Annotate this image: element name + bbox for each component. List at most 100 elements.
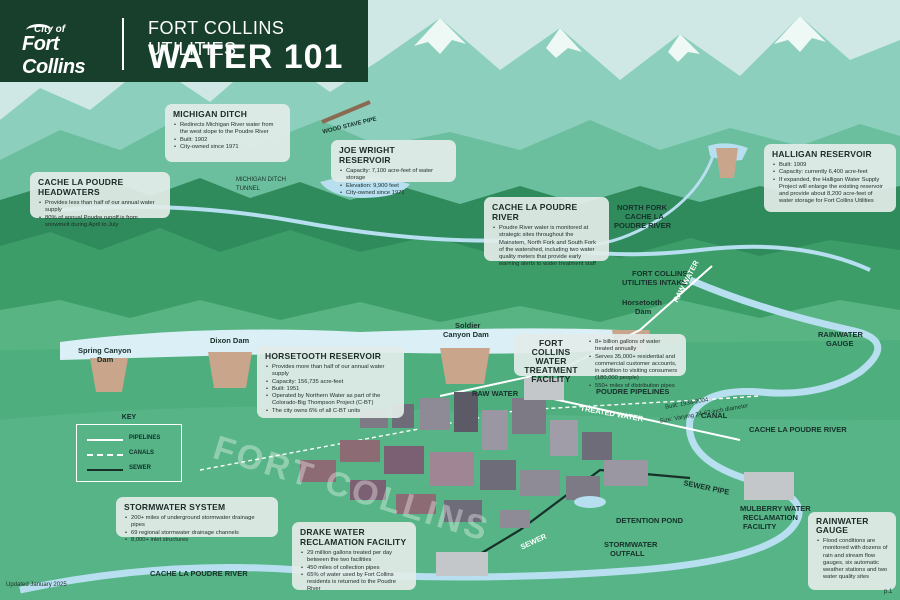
- card-item: Capacity: currently 6,400 acre-feet: [773, 169, 888, 177]
- label-michigan-ditch-tunnel-2: TUNNEL: [236, 186, 261, 192]
- card-item: Flood conditions are monitored with doze…: [817, 538, 888, 582]
- label-horsetooth-dam-1: Horsetooth: [622, 298, 662, 307]
- canal-swatch: [87, 454, 123, 456]
- card-item: Operated by Northern Water as part of th…: [266, 393, 396, 408]
- label-spring-canyon-2: Dam: [97, 355, 114, 364]
- updated-note: Updated January 2025: [6, 582, 67, 588]
- dixon-dam-shape: [208, 352, 252, 388]
- label-intake-2: UTILITIES INTAKE: [622, 278, 687, 287]
- card-poudre-river: CACHE LA POUDRE RIVER Poudre River water…: [484, 197, 609, 267]
- card-item: Elevation: 9,900 feet: [340, 183, 448, 191]
- label-cache-la-poudre-bottom: CACHE LA POUDRE RIVER: [150, 569, 248, 578]
- header-title: WATER 101: [148, 38, 344, 76]
- card-halligan: HALLIGAN RESERVOIR Built: 1909 Capacity:…: [764, 144, 896, 212]
- label-horsetooth-dam-2: Dam: [635, 307, 652, 316]
- card-item: 65% of water used by Fort Collins reside…: [301, 572, 408, 594]
- label-raw-water: RAW WATER: [472, 389, 519, 398]
- card-item: City-owned since 1971: [174, 144, 282, 152]
- key-label-pipelines: PIPELINES: [129, 435, 161, 441]
- card-item: 450 miles of collection pipes: [301, 565, 408, 573]
- card-item: 29 million gallons treated per day betwe…: [301, 550, 408, 565]
- label-mulberry-1: MULBERRY WATER: [740, 504, 811, 513]
- card-title: STORMWATER SYSTEM: [124, 502, 226, 512]
- key-title: KEY: [121, 414, 137, 421]
- card-item: 69 regional stormwater drainage channels: [125, 530, 270, 538]
- key-label-sewer: SEWER: [129, 465, 152, 471]
- card-item: 8+ billion gallons of water treated annu…: [589, 339, 678, 354]
- card-item: Built: 1951: [266, 386, 396, 394]
- card-drake: DRAKE WATER RECLAMATION FACILITY 29 mill…: [292, 522, 416, 592]
- card-item: If expanded, the Halligan Water Supply P…: [773, 177, 888, 206]
- page-number: p.1: [884, 589, 893, 595]
- label-intake-1: FORT COLLINS: [632, 269, 688, 278]
- card-stormwater: STORMWATER SYSTEM 200+ miles of undergro…: [116, 497, 278, 544]
- label-north-fork-2: CACHE LA: [625, 212, 664, 221]
- card-title: FORT COLLINS WATER TREATMENT FACILITY: [524, 338, 578, 384]
- card-horsetooth: HORSETOOTH RESERVOIR Provides more than …: [257, 346, 404, 418]
- card-item: Built: 1909: [773, 162, 888, 170]
- card-item: Capacity: 156,735 acre-feet: [266, 379, 396, 387]
- logo-swoosh-icon: [26, 24, 52, 37]
- logo-small-text: City of: [34, 24, 66, 35]
- label-spring-canyon-1: Spring Canyon: [78, 346, 132, 355]
- logo-big-text: Fort Collins: [22, 33, 86, 78]
- pipeline-swatch: [87, 439, 123, 441]
- card-title: HALLIGAN RESERVOIR: [772, 149, 872, 159]
- card-item: Capacity: 7,100 acre-feet of water stora…: [340, 168, 448, 183]
- key-label-canals: CANALS: [129, 450, 154, 456]
- card-headwaters: CACHE LA POUDRE HEADWATERS Provides less…: [30, 172, 170, 228]
- card-item: 200+ miles of underground stormwater dra…: [125, 515, 270, 530]
- card-treatment: FORT COLLINS WATER TREATMENT FACILITY 8+…: [514, 334, 686, 390]
- soldier-canyon-dam-shape: [440, 348, 490, 384]
- card-rain-gauge: RAINWATER GAUGE Flood conditions are mon…: [808, 512, 896, 590]
- card-item: 8,000+ inlet structures: [125, 537, 270, 545]
- label-dixon-dam: Dixon Dam: [210, 336, 250, 345]
- sewer-swatch: [87, 469, 123, 471]
- map-key: KEY PIPELINES CANALS SEWER: [76, 414, 182, 482]
- halligan-dam-shape: [716, 148, 738, 178]
- card-item: 80% of annual Poudre runoff is from snow…: [39, 215, 162, 230]
- card-title: JOE WRIGHT RESERVOIR: [339, 145, 395, 165]
- label-soldier-canyon-1: Soldier: [455, 321, 481, 330]
- card-item: The city owns 6% of all C-BT units: [266, 408, 396, 416]
- card-title: CACHE LA POUDRE RIVER: [492, 202, 578, 222]
- card-item: Redirects Michigan River water from the …: [174, 122, 282, 137]
- label-rainwater-gauge-2: GAUGE: [826, 339, 854, 348]
- card-item: Provides more than half of our annual wa…: [266, 364, 396, 379]
- treated-water-pipeline: [539, 395, 741, 441]
- label-poudre-pipelines: POUDRE PIPELINES: [596, 387, 670, 396]
- label-north-fork-1: NORTH FORK: [617, 203, 667, 212]
- label-soldier-canyon-2: Canyon Dam: [443, 330, 489, 339]
- card-item: Poudre River water is monitored at strat…: [493, 225, 601, 269]
- label-michigan-ditch-tunnel-1: MICHIGAN DITCH: [236, 177, 286, 183]
- card-title: CACHE LA POUDRE HEADWATERS: [38, 177, 124, 197]
- label-stormwater-outfall-2: OUTFALL: [610, 549, 645, 558]
- card-title: MICHIGAN DITCH: [173, 109, 248, 119]
- spring-canyon-dam-shape: [90, 358, 128, 392]
- header-subtitle: FORT COLLINS UTILITIES: [148, 18, 285, 59]
- card-item: Provides less than half of our annual wa…: [39, 200, 162, 215]
- card-michigan-ditch: MICHIGAN DITCH Redirects Michigan River …: [165, 104, 290, 162]
- card-title: RAINWATER GAUGE: [816, 516, 869, 535]
- city-logo: City of Fort Collins: [22, 24, 114, 78]
- header-banner: City of Fort Collins FORT COLLINS UTILIT…: [0, 0, 368, 82]
- label-mulberry-3: FACILITY: [743, 522, 777, 531]
- label-stormwater-outfall-1: STORMWATER: [604, 540, 658, 549]
- key-row-pipelines: PIPELINES: [87, 435, 177, 444]
- card-title: HORSETOOTH RESERVOIR: [265, 351, 382, 361]
- card-item: 550+ miles of distribution pipes: [589, 383, 678, 391]
- header-divider: [122, 18, 124, 70]
- card-item: Serves 35,000+ residential and commercia…: [589, 354, 678, 383]
- label-cache-la-poudre-right: CACHE LA POUDRE RIVER: [749, 425, 847, 434]
- label-mulberry-2: RECLAMATION: [743, 513, 798, 522]
- card-item: City-owned since 1971: [340, 190, 448, 198]
- label-rainwater-gauge-1: RAINWATER: [818, 330, 863, 339]
- label-north-fork-3: POUDRE RIVER: [614, 221, 672, 230]
- wood-stave-pipe: [321, 100, 371, 124]
- card-joe-wright: JOE WRIGHT RESERVOIR Capacity: 7,100 acr…: [331, 140, 456, 197]
- label-detention-pond: DETENTION POND: [616, 516, 684, 525]
- card-title: DRAKE WATER RECLAMATION FACILITY: [300, 527, 407, 547]
- label-canal: CANAL: [701, 411, 728, 420]
- key-row-canals: CANALS: [87, 450, 177, 459]
